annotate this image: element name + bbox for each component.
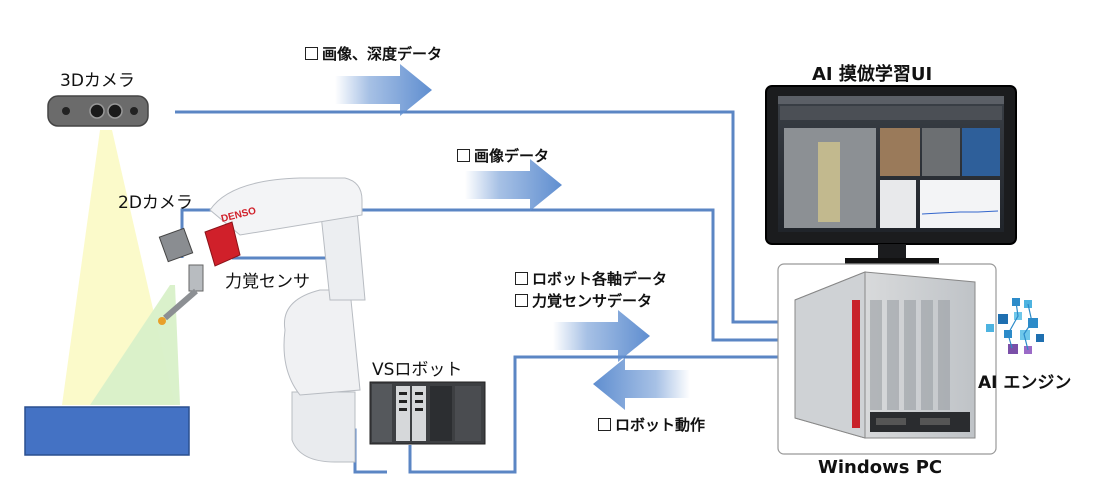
checkbox-icon	[457, 149, 470, 162]
checkbox-icon	[515, 294, 528, 307]
pc-label: Windows PC	[818, 457, 943, 478]
robot-controller	[369, 381, 486, 445]
camera-2d-beam	[90, 285, 180, 405]
flow-label-force-data: 力覚センサデータ	[515, 290, 652, 311]
checkbox-icon	[515, 272, 528, 285]
robot-arm: DENSO	[158, 177, 366, 463]
ai-engine-label: AI エンジン	[978, 373, 1072, 393]
force-sensor-label: 力覚センサ	[225, 272, 310, 292]
arrow-image	[465, 159, 562, 211]
flow-label-robot-axes: ロボット各軸データ	[515, 268, 667, 289]
monitor	[765, 85, 1017, 280]
arrow-robot-data	[553, 310, 650, 362]
vs-robot-label: VSロボット	[372, 360, 463, 380]
pc-tower	[794, 271, 976, 439]
camera-3d-device	[47, 95, 149, 127]
camera-3d-label: 3Dカメラ	[60, 71, 135, 91]
work-block	[24, 406, 190, 456]
ui-title-label: AI 摸倣学習UI	[812, 64, 933, 85]
flow-label-robot-motion: ロボット動作	[598, 414, 705, 435]
flow-label-image: 画像データ	[457, 145, 549, 166]
flow-label-image-depth: 画像、深度データ	[305, 43, 442, 64]
checkbox-icon	[305, 47, 318, 60]
camera-2d-label: 2Dカメラ	[118, 193, 193, 213]
flow-arrows	[335, 64, 690, 410]
connection-lines	[175, 110, 795, 474]
ai-engine-icon	[986, 298, 1044, 354]
arrow-robot-motion	[593, 358, 690, 410]
checkbox-icon	[598, 418, 611, 431]
arrow-image-depth	[335, 64, 432, 116]
